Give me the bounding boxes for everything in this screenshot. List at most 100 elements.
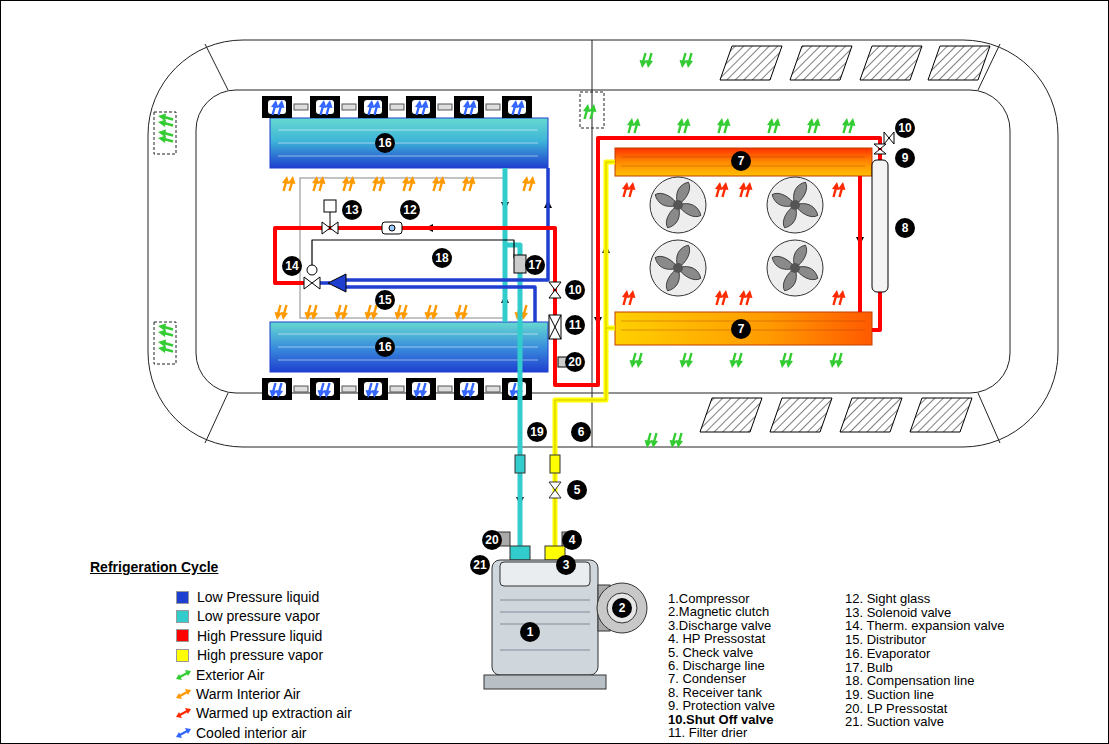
legend-text: Warmed up extraction air bbox=[196, 705, 352, 721]
condenser bbox=[615, 148, 872, 345]
repeated-parts-part bbox=[842, 118, 850, 133]
bus-body-part bbox=[205, 44, 1000, 443]
repeated-parts-part bbox=[367, 100, 375, 115]
repeated-parts-part bbox=[676, 433, 684, 448]
repeated-parts-part bbox=[158, 136, 173, 144]
repeated-parts-part-part bbox=[767, 177, 823, 233]
repeated-parts-part bbox=[378, 176, 386, 191]
repeated-parts-part bbox=[278, 143, 538, 144]
repeated-parts-part bbox=[414, 383, 422, 398]
compressor-part bbox=[550, 455, 560, 473]
legend-text: High pressure vapor bbox=[197, 647, 323, 663]
part-list-entry: 18. Compensation line bbox=[845, 674, 974, 688]
repeated-parts-part-part bbox=[790, 263, 800, 273]
valves-part bbox=[874, 144, 886, 154]
compressor-part bbox=[515, 455, 525, 473]
repeated-parts-part bbox=[460, 100, 478, 114]
legend-item: Low pressure vapor bbox=[176, 607, 320, 625]
repeated-parts-part bbox=[268, 100, 286, 114]
repeated-parts-part bbox=[462, 176, 470, 191]
part-list-entry: 20. LP Pressostat bbox=[845, 702, 947, 716]
callout-number: 15 bbox=[375, 290, 395, 310]
repeated-parts-part bbox=[680, 53, 688, 68]
repeated-parts-part bbox=[278, 334, 538, 335]
repeated-parts-part bbox=[371, 305, 379, 320]
repeated-parts-part bbox=[628, 290, 636, 305]
repeated-parts-part bbox=[628, 182, 636, 197]
legend-text: Exterior Air bbox=[196, 667, 264, 683]
repeated-parts-part bbox=[278, 130, 538, 131]
valves-part bbox=[549, 282, 561, 298]
repeated-parts-part bbox=[636, 353, 644, 368]
legend-item: Cooled interior air bbox=[176, 724, 307, 742]
repeated-parts-part bbox=[838, 182, 846, 197]
callout-number: 14 bbox=[282, 256, 302, 276]
legend-arrow-sample bbox=[176, 688, 192, 700]
legend-swatch bbox=[176, 649, 189, 662]
part-list-entry: 19. Suction line bbox=[845, 688, 934, 702]
repeated-parts-part bbox=[717, 118, 725, 133]
legend-item: Warm Interior Air bbox=[176, 685, 301, 703]
legend-arrow-head bbox=[176, 728, 191, 738]
repeated-parts-part bbox=[832, 182, 840, 197]
condenser-part bbox=[615, 312, 872, 345]
repeated-parts-part bbox=[278, 347, 538, 348]
part-list-entry: 2.Magnetic clutch bbox=[668, 605, 769, 619]
diagram-title: Refrigeration Cycle bbox=[90, 559, 218, 575]
refrigerant-pipes-part bbox=[275, 138, 880, 385]
compressor-part bbox=[492, 560, 598, 675]
repeated-parts-part bbox=[420, 383, 428, 398]
callout-number: 10 bbox=[895, 118, 915, 138]
evaporator-part bbox=[270, 322, 548, 372]
callout-number: 19 bbox=[527, 422, 547, 442]
condenser-part bbox=[615, 148, 872, 176]
part-list-entry: 17. Bulb bbox=[845, 661, 893, 675]
repeated-parts-part bbox=[583, 104, 591, 119]
repeated-parts-part bbox=[158, 330, 173, 338]
legend-text: Low Pressure liquid bbox=[197, 589, 319, 605]
repeated-parts-part bbox=[454, 378, 484, 400]
legend-arrow-sample bbox=[176, 669, 192, 681]
repeated-parts-part bbox=[910, 398, 972, 432]
repeated-parts-part bbox=[511, 100, 519, 115]
repeated-parts-part bbox=[528, 176, 536, 191]
repeated-parts-part bbox=[278, 156, 538, 157]
callout-number: 4 bbox=[562, 530, 582, 550]
repeated-parts-part bbox=[651, 433, 659, 448]
repeated-parts-part bbox=[736, 353, 744, 368]
callout-number: 21 bbox=[470, 555, 490, 575]
repeated-parts-part bbox=[401, 305, 409, 320]
part-list-entry: 13. Solenoid valve bbox=[845, 606, 951, 620]
repeated-parts-part bbox=[325, 100, 333, 115]
repeated-parts-part-part bbox=[650, 240, 706, 296]
repeated-parts-part bbox=[700, 398, 762, 432]
repeated-parts-part bbox=[461, 305, 469, 320]
bus-body-part bbox=[580, 92, 604, 128]
repeated-parts-part bbox=[310, 378, 340, 400]
valves-part bbox=[324, 200, 336, 212]
evaporator-part bbox=[270, 118, 548, 168]
repeated-parts-part bbox=[312, 176, 320, 191]
repeated-parts-part bbox=[723, 118, 731, 133]
repeated-parts-part bbox=[415, 100, 423, 115]
repeated-parts-part bbox=[311, 305, 319, 320]
repeated-parts-part bbox=[358, 96, 388, 118]
repeated-parts-part bbox=[739, 182, 747, 197]
repeated-parts-part bbox=[432, 176, 440, 191]
repeated-parts-part bbox=[646, 53, 654, 68]
repeated-parts-part bbox=[468, 383, 476, 398]
repeated-parts-part bbox=[502, 96, 532, 118]
repeated-parts-part bbox=[715, 182, 723, 197]
repeated-parts-part bbox=[830, 353, 838, 368]
bus-body-part bbox=[196, 90, 1010, 393]
repeated-parts-part bbox=[767, 118, 775, 133]
callout-number: 20 bbox=[565, 352, 585, 372]
repeated-parts-part bbox=[790, 46, 852, 80]
repeated-parts-part bbox=[318, 176, 326, 191]
repeated-parts-part bbox=[686, 353, 694, 368]
repeated-parts-part bbox=[438, 104, 452, 110]
legend-item: Warmed up extraction air bbox=[176, 704, 352, 722]
compressor-part bbox=[484, 675, 606, 689]
